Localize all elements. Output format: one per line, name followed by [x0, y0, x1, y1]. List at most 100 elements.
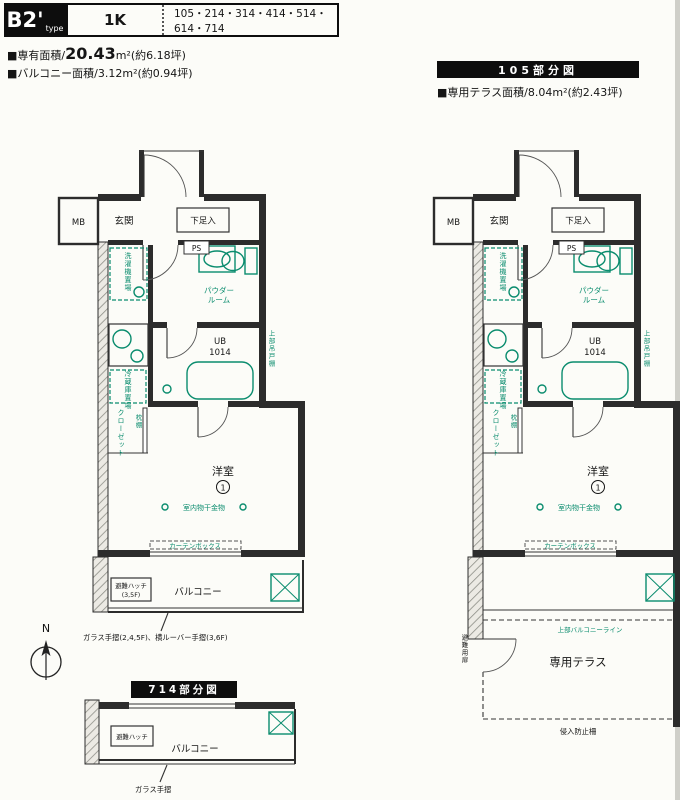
terrace-label: 専用テラス: [549, 655, 606, 669]
curtain-label: カーテンボックス: [169, 542, 221, 550]
room-label: 洋室: [587, 464, 609, 478]
ps-box: PS: [183, 240, 210, 255]
genkan-label: 玄関: [489, 215, 508, 227]
rail-note-label: ガラス手摺(2,4,5F)、横ルーバー手摺(3,6F): [83, 633, 228, 642]
room-number-circle: 1: [216, 480, 230, 494]
compass-needle: [41, 640, 51, 656]
fridge-label: 冷蔵庫置場: [499, 369, 507, 410]
bathtub-icon: [162, 361, 254, 400]
washer-pan-icon: [484, 247, 523, 301]
shoebox-label: 下足入: [190, 217, 216, 227]
floorplan-typical: 避難ハッチ (3,5F) 1 PS MB 玄関 下足入 パウダー ルーム UB …: [57, 150, 305, 642]
closet-partition: [108, 407, 148, 454]
walls: [97, 150, 305, 558]
balcony-label: バルコニー: [171, 744, 218, 755]
type-name: B2': [6, 7, 44, 32]
drying-label: 室内物干金物: [183, 503, 225, 512]
scan-edge: [675, 0, 680, 800]
outdoor-unit-icon: [645, 573, 675, 602]
drying-hooks: [161, 503, 247, 511]
walls: [84, 699, 295, 765]
outdoor-unit-icon: [268, 711, 294, 735]
shoebox-box: [176, 207, 230, 233]
ub-label: UB: [214, 337, 226, 347]
room-label: 洋室: [212, 464, 234, 478]
bath-door-arc: [166, 327, 198, 359]
escape-door-arc: [482, 638, 517, 673]
powder-door-arc: [517, 244, 554, 281]
plan-header: B2' type 1K 105・214・314・414・514・ 614・714: [4, 3, 339, 37]
room-number: 1: [220, 484, 225, 493]
washer-label: 洗濯機置場: [124, 251, 132, 292]
unit-numbers-line2: 614・714: [174, 22, 225, 35]
exclusive-area-suffix: m²(約6.18坪): [115, 49, 186, 62]
washer-label: 洗濯機置場: [499, 251, 507, 292]
powder-label-1: パウダー: [579, 285, 609, 295]
bath-door-arc: [541, 327, 573, 359]
genkan-label: 玄関: [114, 215, 133, 227]
bathtub-icon: [537, 361, 629, 400]
entrance-door-arc: [518, 154, 562, 198]
compass: N: [30, 622, 62, 680]
ub-label: UB: [589, 337, 601, 347]
fridge-space-icon: [109, 369, 147, 404]
escape-hatch-label: 避難ハッチ: [115, 581, 146, 590]
balcony-label: バルコニー: [174, 587, 221, 598]
ub-size-label: 1014: [209, 348, 231, 358]
fridge-label: 冷蔵庫置場: [124, 369, 132, 410]
mb-box: [432, 196, 475, 246]
balcony-area-line: ■バルコニー面積/3.12m²(約0.94坪): [7, 67, 193, 80]
entrance-door-arc: [143, 154, 187, 198]
kitchenette-icon: [108, 323, 149, 367]
shoebox-box: [551, 207, 605, 233]
room-door-arc: [572, 406, 604, 438]
terrace-structure: [467, 556, 680, 727]
layout-label: 1K: [103, 11, 127, 29]
mb-label: MB: [72, 218, 85, 228]
unit-numbers-line1: 105・214・314・414・514・: [174, 8, 327, 20]
unit-numbers: 105・214・314・414・514・ 614・714: [162, 5, 337, 35]
curtain-label: カーテンボックス: [544, 542, 596, 550]
room-number: 1: [595, 484, 600, 493]
washer-pan-icon: [109, 247, 148, 301]
floorplan-714: 避難ハッチ バルコニー ガラス手摺: [84, 699, 296, 794]
powder-label-1: パウダー: [204, 285, 234, 295]
sink-icon: [573, 245, 611, 273]
section-714-title: 714部分図: [131, 681, 237, 698]
mb-box: [57, 196, 100, 246]
powder-label-2: ルーム: [583, 296, 605, 305]
fence-label: 侵入防止柵: [560, 727, 597, 736]
balcony-structure: [92, 556, 304, 613]
mb-label: MB: [447, 218, 460, 228]
shoebox-label: 下足入: [565, 217, 591, 227]
exclusive-area-value: 20.43: [65, 44, 116, 63]
sink-icon: [198, 245, 236, 273]
escape-hatch: 避難ハッチ: [110, 725, 154, 747]
shelf-label: 枕棚: [509, 413, 517, 430]
closet-label: クローゼット: [117, 409, 125, 457]
curtain-box: [149, 540, 242, 550]
escape-hatch-label: 避難ハッチ: [116, 732, 147, 741]
ps-box: PS: [558, 240, 585, 255]
escape-hatch-floors: (3,5F): [122, 592, 141, 599]
upper-cabinet-label: 上部吊戸棚: [642, 329, 650, 368]
type-badge: B2' type: [4, 3, 66, 37]
type-suffix: type: [45, 24, 64, 33]
exclusive-area-prefix: ■専有面積/: [7, 49, 66, 62]
exclusive-area-line: ■専有面積/20.43m²(約6.18坪): [7, 44, 193, 64]
ps-label: PS: [192, 244, 202, 253]
area-info: ■専有面積/20.43m²(約6.18坪) ■バルコニー面積/3.12m²(約0…: [7, 44, 193, 81]
ub-size-label: 1014: [584, 348, 606, 358]
closet-label: クローゼット: [492, 409, 500, 457]
drying-label: 室内物干金物: [558, 503, 600, 512]
section-105-title: 105部分図: [437, 61, 639, 78]
header-right: 1K 105・214・314・414・514・ 614・714: [66, 3, 339, 37]
compass-n-label: N: [42, 622, 50, 635]
ps-label: PS: [567, 244, 577, 253]
toilet-icon: [221, 247, 258, 275]
rail-note: ガラス手摺: [135, 764, 171, 794]
upper-cabinet-label: 上部吊戸棚: [267, 329, 275, 368]
walls: [472, 150, 680, 558]
powder-label-2: ルーム: [208, 296, 230, 305]
